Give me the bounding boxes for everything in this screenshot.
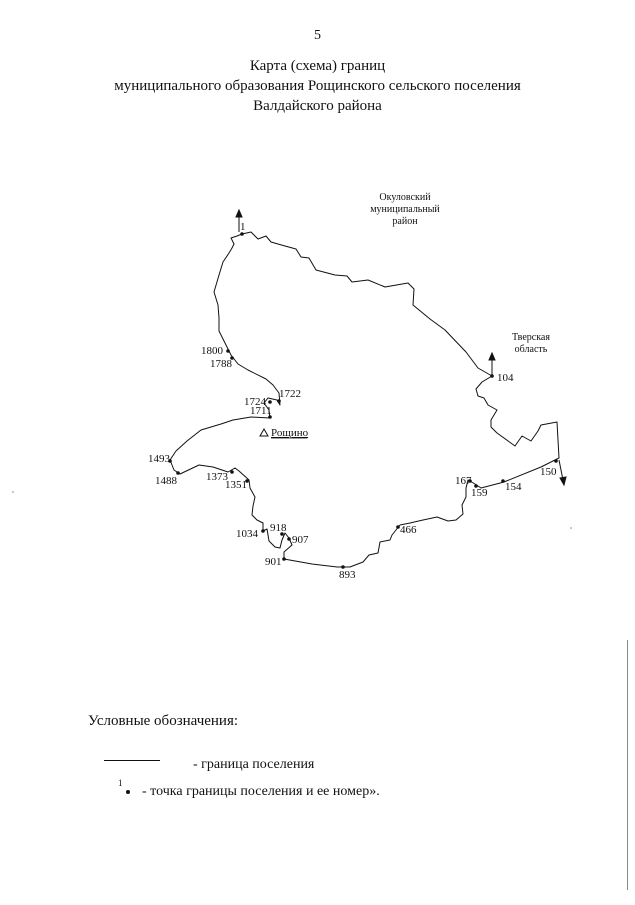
arrow-southeast-icon [558, 459, 567, 487]
point-label-1: 1 [240, 221, 246, 233]
point-label-104: 104 [497, 372, 514, 384]
page-number: 5 [314, 28, 321, 43]
point-label-150: 150 [540, 466, 557, 478]
boundary-point-1493 [168, 459, 172, 463]
point-label-907: 907 [292, 534, 309, 546]
boundary-point-918 [280, 532, 284, 536]
region-okulovsky-line-3: район [392, 216, 418, 227]
region-tver-line-1: Тверская [512, 332, 550, 343]
boundary-point-1800 [226, 349, 230, 353]
point-label-1373: 1373 [206, 471, 229, 483]
point-dot-icon [126, 790, 130, 794]
point-label-1711: 1711 [250, 405, 272, 417]
region-tver: Тверская область [512, 332, 550, 355]
region-okulovsky: Окуловский муниципальный район [370, 192, 440, 227]
boundary-point-1351 [245, 479, 249, 483]
point-label-1351: 1351 [225, 479, 247, 491]
triangle-settlement-icon [259, 427, 269, 437]
boundary-point-1373 [230, 470, 234, 474]
boundary-point-901 [282, 557, 286, 561]
title-line-1: Карта (схема) границ [249, 58, 386, 74]
point-label-167: 167 [455, 475, 472, 487]
boundary-point-1488 [176, 471, 180, 475]
legend-point-label: - точка границы поселения и ее номер». [142, 784, 380, 799]
point-label-1493: 1493 [148, 453, 171, 465]
settlement-roshchino: Рощино [259, 427, 309, 439]
boundary-point-104 [490, 374, 494, 378]
point-label-1788: 1788 [210, 358, 233, 370]
point-label-466: 466 [400, 524, 417, 536]
boundary-points [168, 232, 558, 569]
region-tver-line-2: область [515, 344, 548, 355]
arrow-north-icon [235, 208, 243, 232]
scan-artifacts [12, 491, 628, 890]
point-label-1800: 1800 [201, 345, 224, 357]
boundary-point-1 [240, 232, 244, 236]
boundary-point-1788 [230, 356, 234, 360]
point-label-901: 901 [265, 556, 282, 568]
point-label-159: 159 [471, 487, 488, 499]
boundary-point-167 [468, 479, 472, 483]
point-label-918: 918 [270, 522, 287, 534]
point-label-1722: 1722 [279, 388, 301, 400]
point-label-1488: 1488 [155, 475, 178, 487]
region-okulovsky-line-2: муниципальный [370, 204, 440, 215]
boundary-point-150 [554, 459, 558, 463]
point-label-154: 154 [505, 481, 522, 493]
boundary-point-466 [396, 525, 400, 529]
boundary-point-893 [341, 565, 345, 569]
legend-boundary: - граница поселения [104, 757, 314, 773]
point-label-1034: 1034 [236, 528, 259, 540]
boundary-point-907 [287, 537, 291, 541]
boundary-point-1034 [261, 529, 265, 533]
title-line-3: Валдайского района [253, 98, 382, 114]
legend-point-sample: 1 [118, 778, 138, 800]
point-label-893: 893 [339, 569, 356, 581]
legend-point: 1 - точка границы поселения и ее номер». [118, 778, 380, 800]
settlement-boundary [169, 231, 560, 568]
region-okulovsky-line-1: Окуловский [379, 192, 431, 203]
boundary-point-1724 [268, 400, 272, 404]
legend-title: Условные обозначения: [88, 713, 239, 729]
boundary-point-1711 [268, 415, 272, 419]
legend-line-sample [104, 759, 160, 761]
boundary-point-1722 [277, 399, 281, 403]
point-labels: 1 1800 1788 1724 1722 1711 1493 1488 137… [148, 221, 557, 581]
arrow-northeast-icon [488, 351, 496, 375]
boundary-point-159 [474, 484, 478, 488]
title-line-2: муниципального образования Рощинского се… [114, 78, 521, 94]
settlement-name: Рощино [271, 427, 309, 439]
boundary-point-154 [501, 479, 505, 483]
point-label-1724: 1724 [244, 396, 267, 408]
legend-boundary-label: - граница поселения [193, 757, 315, 772]
map-title: Карта (схема) границ муниципального обра… [0, 56, 635, 116]
legend-point-number: 1 [118, 778, 123, 788]
